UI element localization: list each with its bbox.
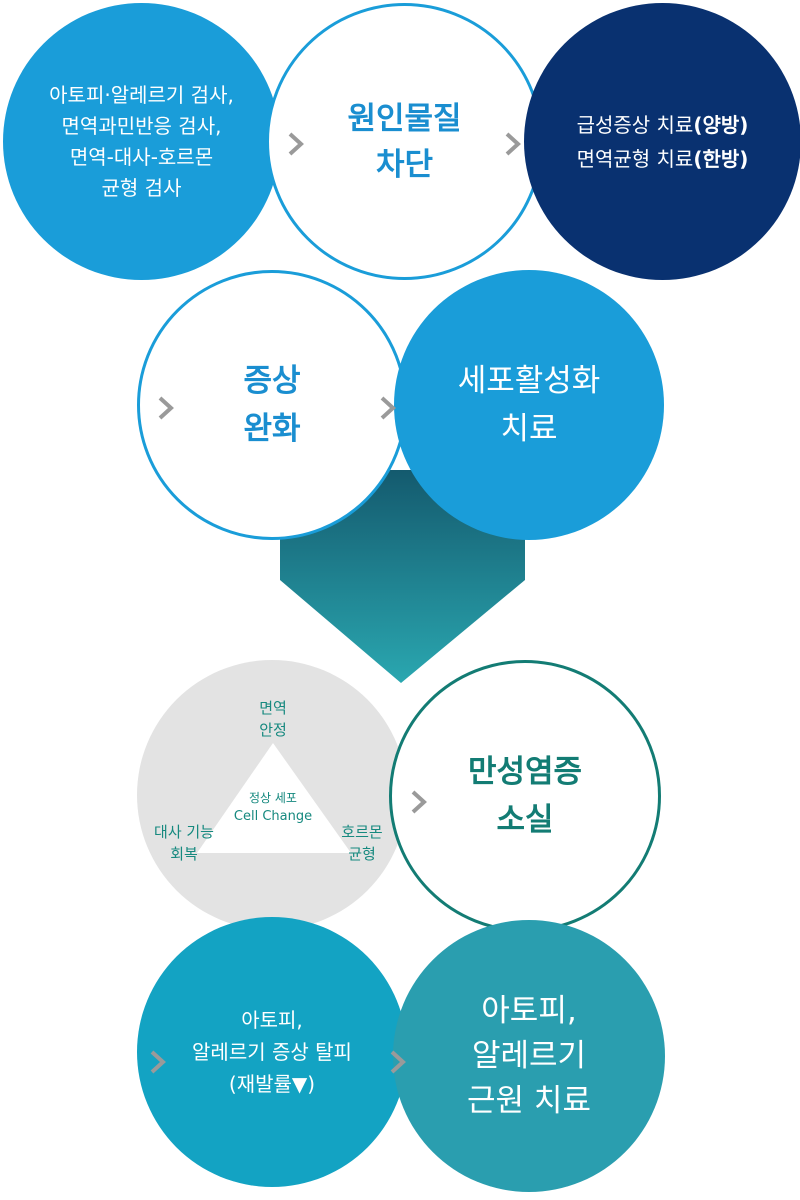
step-symptom-escape-circle: 아토피, 알레르기 증상 탈피 (재발률▼) (137, 917, 407, 1187)
step-root-treatment-circle: 아토피, 알레르기 근원 치료 (393, 920, 665, 1192)
cell-change-label: Cell Change (233, 809, 313, 824)
step-symptom-relief-circle: 증상 완화 (137, 270, 407, 540)
chevron-right-icon (405, 789, 431, 815)
step-cause-block-text: 원인물질 차단 (347, 100, 462, 183)
step-inflammation-gone-text: 만성염증 소실 (467, 754, 583, 838)
chevron-right-icon (152, 395, 178, 421)
immune-balance-text: 면역균형 치료 (576, 146, 694, 171)
chevron-right-icon (374, 395, 400, 421)
step-symptom-relief-text: 증상 완화 (243, 363, 301, 447)
chevron-right-icon (282, 131, 308, 157)
step-tests-circle: 아토피·알레르기 검사, 면역과민반응 검사, 면역-대사-호르몬 균형 검사 (3, 3, 280, 280)
triangle-left-label: 대사 기능 회복 (154, 823, 214, 863)
normal-cell-label: 정상 세포 (249, 791, 297, 805)
triangle-top-label: 면역 안정 (259, 699, 287, 739)
triangle-right-label: 호르몬 균형 (341, 823, 383, 863)
step-cell-activation-text: 세포활성화 치료 (457, 363, 601, 447)
chevron-right-icon (384, 1049, 410, 1075)
western-medicine-label: (양방) (693, 112, 749, 137)
step-treatment-circle: 급성증상 치료(양방) 면역균형 치료(한방) (524, 3, 800, 280)
korean-medicine-label: (한방) (693, 146, 749, 171)
chevron-right-icon (144, 1049, 170, 1075)
step-tests-text: 아토피·알레르기 검사, 면역과민반응 검사, 면역-대사-호르몬 균형 검사 (49, 82, 234, 200)
step-root-treatment-text: 아토피, 알레르기 근원 치료 (467, 992, 591, 1119)
acute-treatment-text: 급성증상 치료 (576, 112, 694, 137)
step-symptom-escape-text: 아토피, 알레르기 증상 탈피 (재발률▼) (192, 1008, 352, 1096)
chevron-right-icon (499, 131, 525, 157)
step-cell-activation-circle: 세포활성화 치료 (394, 270, 664, 540)
